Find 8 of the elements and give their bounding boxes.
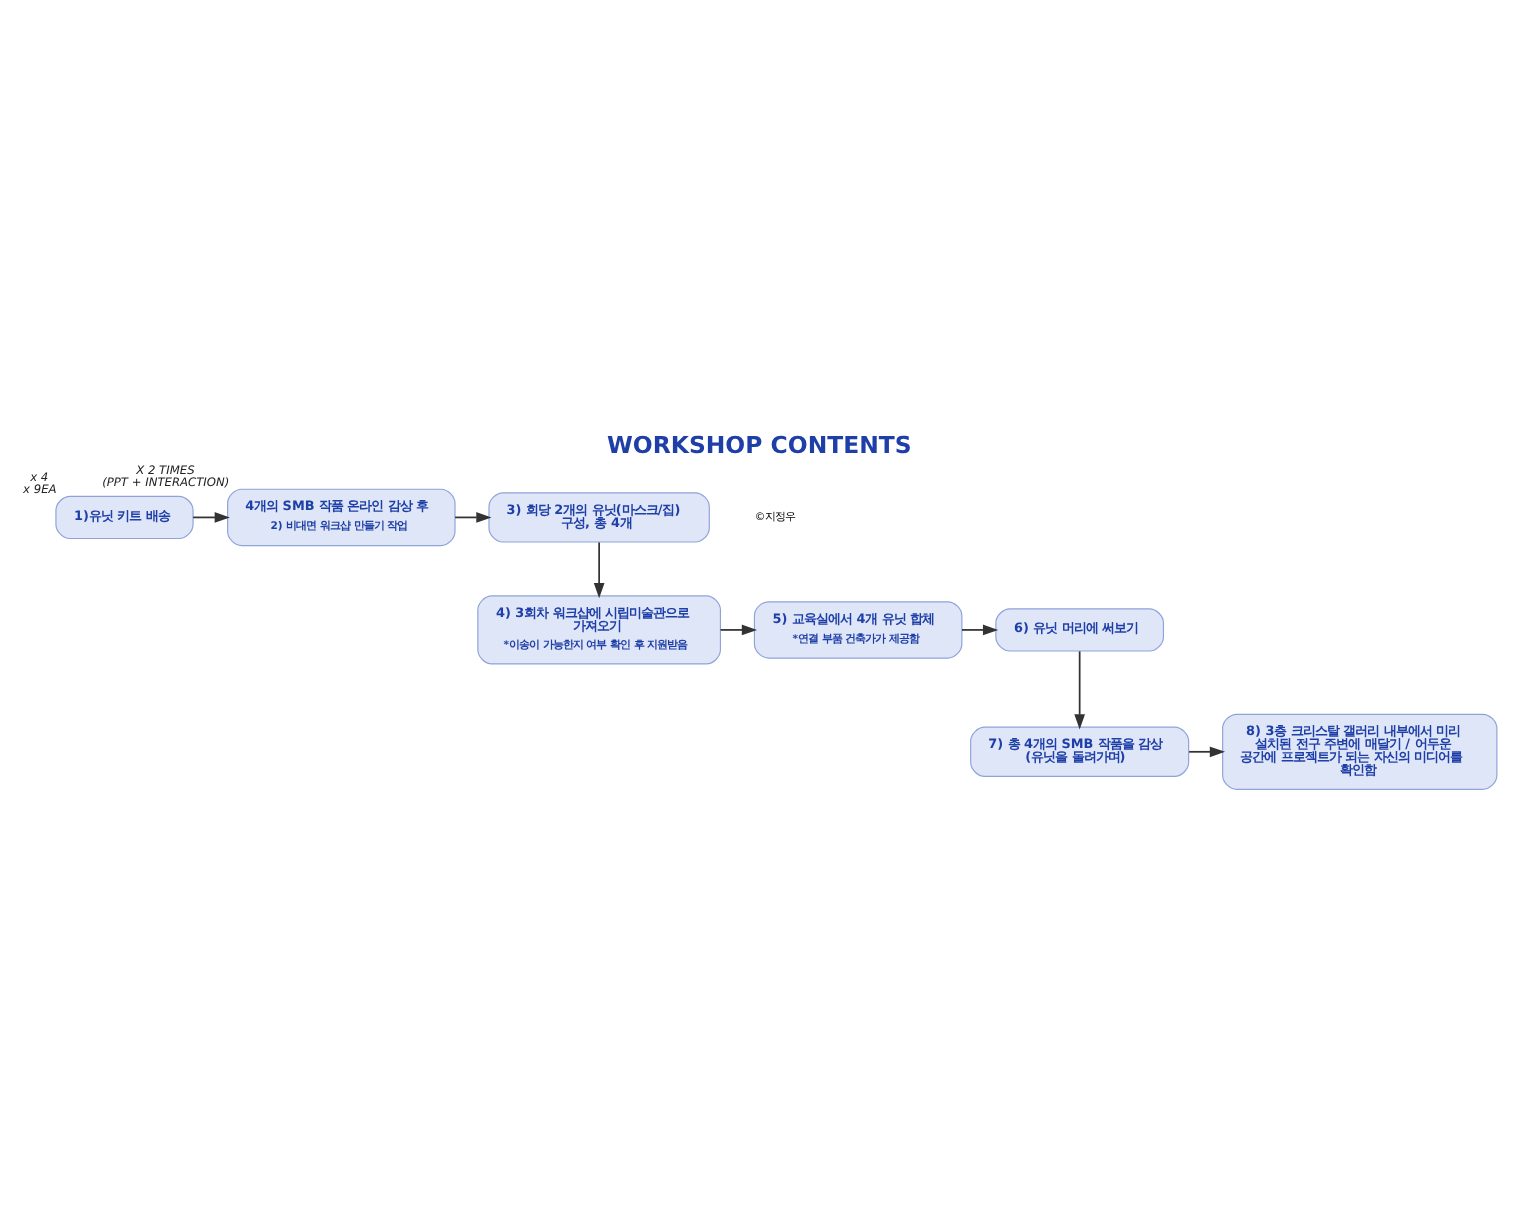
- arrow: [961, 624, 999, 636]
- arrow: [192, 512, 230, 523]
- arrow: [454, 512, 492, 523]
- arrow: [593, 541, 605, 599]
- arrow: [1074, 650, 1085, 730]
- diagram-title: WORKSHOP CONTENTS: [607, 430, 912, 459]
- arrow: [1188, 746, 1226, 758]
- arrow: [719, 624, 758, 636]
